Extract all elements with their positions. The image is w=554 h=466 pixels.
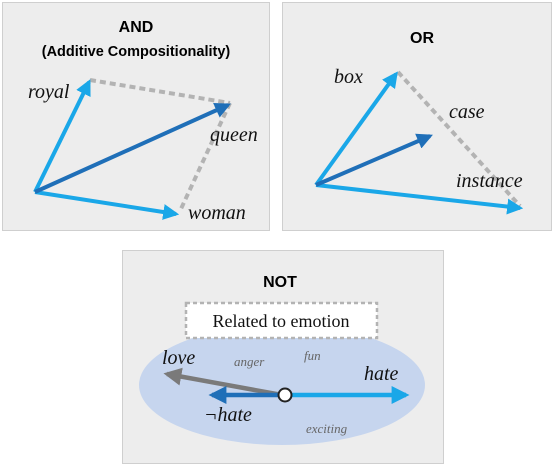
not-title: NOT [263, 274, 297, 291]
not-word-neg-hate: ¬hate [204, 404, 252, 426]
or-arrow-box [314, 71, 398, 187]
and-dotted-queen-woman [178, 102, 232, 212]
and-arrow-woman [34, 190, 180, 220]
or-word-case: case [449, 101, 485, 123]
and-title: AND [119, 19, 154, 36]
or-word-instance: instance [456, 170, 523, 192]
and-word-queen: queen [210, 124, 258, 146]
and-arrow-royal [33, 79, 91, 193]
and-word-royal: royal [28, 81, 70, 103]
context-word-anger: anger [234, 354, 265, 369]
or-arrow-case [315, 133, 433, 187]
context-word-fun: fun [304, 348, 321, 363]
and-subtitle: (Additive Compositionality) [42, 44, 231, 60]
not-arrow-love [163, 367, 283, 398]
or-arrow-instance [315, 183, 524, 215]
and-word-woman: woman [188, 202, 246, 224]
and-arrow-queen [34, 102, 231, 194]
emotion-region [139, 325, 425, 445]
emotion-label: Related to emotion [213, 311, 350, 331]
or-dotted-box-instance [396, 70, 522, 208]
context-word-exciting: exciting [306, 421, 348, 436]
emotion-label-box [184, 301, 379, 340]
or-title: OR [410, 30, 434, 47]
not-word-hate: hate [364, 363, 399, 385]
or-word-box: box [334, 66, 363, 88]
not-word-love: love [162, 347, 195, 369]
origin-point [277, 387, 293, 403]
and-dotted-royal-queen [89, 78, 231, 105]
